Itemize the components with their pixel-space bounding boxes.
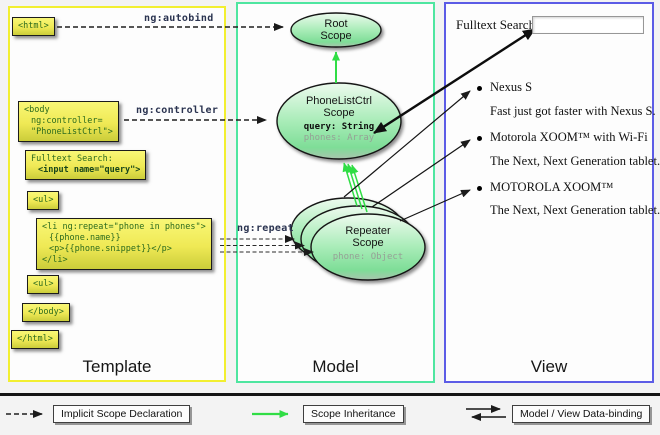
code-line: Fulltext Search: [31,154,113,164]
code-box-html-close: </html> [11,330,59,349]
scope-prop-phone: phone: Object [332,252,404,262]
legend-double-arrow [466,405,506,421]
code-box-html-open: <html> [12,17,55,36]
code-box-ul-close: <ul> [27,275,60,294]
code-box-fulltext-input: Fulltext Search: <input name="query"> [25,150,147,180]
code-box-body-open: <body ng:controller= "PhoneListCtrl"> [18,101,119,142]
code-line: <li ng:repeat="phone in phones"> [42,222,206,232]
scope-name: PhoneListCtrl [305,95,373,107]
view-panel-title: View [530,357,568,376]
model-panel [236,2,435,383]
scope-type: Scope [323,107,355,119]
view-item-title: Motorola XOOM™ with Wi-Fi [490,130,648,144]
ng-controller-label: ng:controller [136,105,219,116]
code-line: </li> [42,255,68,265]
code-line: <p>{{phone.snippet}}</p> [49,244,172,254]
phonelistctrl-scope-label: PhoneListCtrl Scope query: String phones… [277,95,401,144]
fulltext-search-input[interactable] [532,16,644,34]
view-item-desc: The Next, Next Generation tablet. [490,203,660,217]
bullet-icon [477,86,482,91]
repeater-scope-label: Repeater Scope phone: Object [312,225,424,263]
code-line: <input name="query"> [38,165,141,175]
legend-separator-line [0,393,660,396]
legend-model-view-data-binding: Model / View Data-binding [512,405,651,423]
code-box-ul-open: <ul> [27,191,60,210]
bullet-icon [477,136,482,141]
ng-repeat-label: ng:repeat [237,223,294,234]
code-line: ng:controller= [31,116,103,126]
root-scope-label: Root Scope [291,18,381,42]
scope-prop-phones: phones: Array [303,133,375,143]
view-item-desc: The Next, Next Generation tablet. [490,154,660,168]
code-line: "PhoneListCtrl"> [31,127,113,137]
legend-implicit-scope-declaration: Implicit Scope Declaration [53,405,191,423]
fulltext-search-label: Fulltext Search: [456,17,539,32]
bullet-icon [477,186,482,191]
view-item-title: MOTOROLA XOOM™ [490,180,614,194]
ng-autobind-label: ng:autobind [144,13,214,24]
code-box-body-close: </body> [22,303,70,322]
scope-name: Root [324,18,348,30]
template-panel-title: Template [82,357,152,376]
view-item-desc: Fast just got faster with Nexus S. [490,104,656,118]
code-line: <body [24,105,50,115]
model-panel-title: Model [312,357,359,376]
code-line: {{phone.name}} [49,233,121,243]
legend-scope-inheritance: Scope Inheritance [303,405,404,423]
scope-prop-query: query: String [303,122,375,132]
view-item-title: Nexus S [490,80,533,94]
scope-name: Repeater [345,225,391,237]
scope-type: Scope [352,237,384,249]
code-box-li-repeat: <li ng:repeat="phone in phones"> {{phone… [36,218,212,270]
scope-type: Scope [320,30,352,42]
